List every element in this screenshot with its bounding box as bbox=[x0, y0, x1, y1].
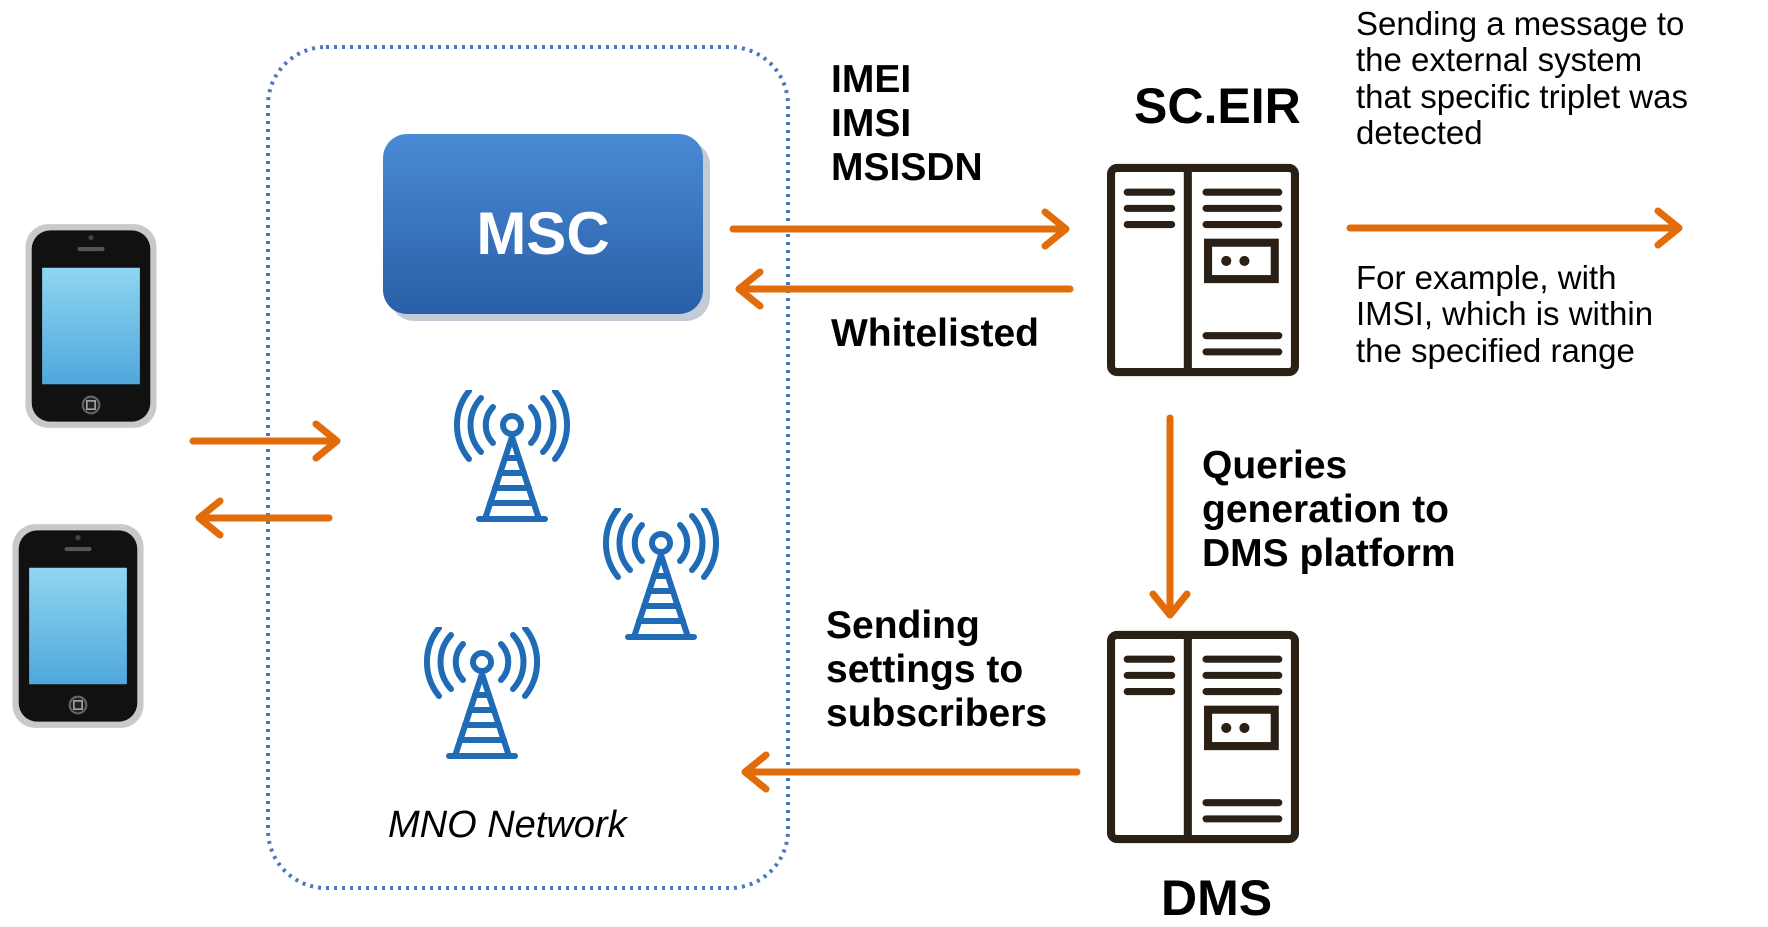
arrow-sceir-to-msc bbox=[735, 268, 1074, 310]
external-message-line: Sending a message to bbox=[1356, 5, 1685, 42]
external-message-line: the external system bbox=[1356, 41, 1643, 79]
example-note-text: For example, with IMSI, which is within … bbox=[1356, 259, 1654, 369]
example-note-line: the specified range bbox=[1356, 331, 1635, 369]
external-message-line: that specific triplet was bbox=[1356, 77, 1688, 115]
smartphone-icon bbox=[11, 523, 145, 729]
cell-tower-icon bbox=[427, 628, 537, 756]
imsi-label: IMSI bbox=[831, 102, 912, 146]
queries-line: generation to bbox=[1202, 488, 1450, 532]
settings-label: Sending settings to subscribers bbox=[826, 604, 1047, 736]
whitelisted-label: Whitelisted bbox=[831, 312, 1040, 355]
smartphone-icon bbox=[24, 223, 158, 429]
server-icon bbox=[1111, 168, 1295, 372]
sceir-title: SC.EIR bbox=[1134, 78, 1301, 134]
msc-to-sceir-label: IMEI IMSI MSISDN bbox=[831, 58, 983, 190]
msc-box bbox=[383, 134, 703, 314]
mno-network-label: MNO Network bbox=[388, 804, 627, 846]
mno-network-boundary bbox=[266, 45, 790, 890]
queries-line: DMS platform bbox=[1202, 532, 1456, 576]
msc-label: MSC bbox=[476, 200, 610, 267]
cell-tower-icon bbox=[457, 391, 567, 519]
cell-tower-icon bbox=[606, 509, 716, 637]
queries-line: Queries bbox=[1202, 444, 1348, 487]
server-icon bbox=[1111, 635, 1295, 839]
external-message-line: detected bbox=[1356, 113, 1483, 151]
settings-line: subscribers bbox=[826, 692, 1048, 736]
arrow-dms-to-network bbox=[741, 751, 1081, 793]
arrow-sceir-to-external bbox=[1346, 207, 1683, 249]
external-message-text: Sending a message to the external system… bbox=[1356, 5, 1688, 151]
queries-label: Queries generation to DMS platform bbox=[1202, 444, 1456, 576]
arrow-phone-to-network bbox=[189, 420, 341, 462]
imei-label: IMEI bbox=[831, 58, 912, 101]
settings-line: Sending bbox=[826, 604, 980, 647]
arrow-sceir-to-dms bbox=[1149, 414, 1191, 619]
settings-line: settings to bbox=[826, 648, 1024, 692]
example-note-line: For example, with bbox=[1356, 259, 1617, 296]
arrow-msc-to-sceir bbox=[729, 208, 1070, 250]
dms-title: DMS bbox=[1161, 870, 1273, 926]
msisdn-label: MSISDN bbox=[831, 146, 983, 190]
arrow-network-to-phone bbox=[195, 497, 333, 539]
example-note-line: IMSI, which is within bbox=[1356, 295, 1654, 333]
